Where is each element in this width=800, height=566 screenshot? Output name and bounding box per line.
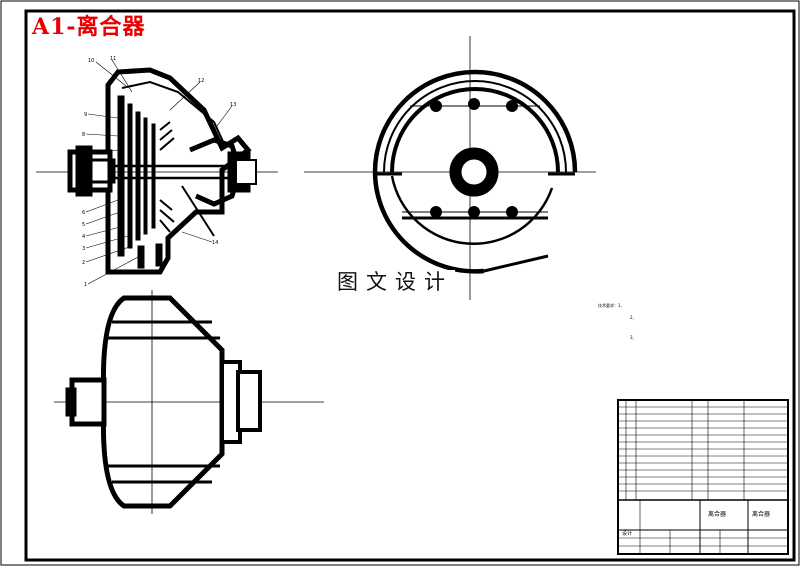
callout-leaders — [85, 59, 233, 285]
end-view — [304, 36, 596, 300]
callout-number: 7 — [82, 152, 85, 158]
title-block-designer: 设计 — [622, 531, 633, 537]
callout-number: 8 — [82, 132, 85, 138]
exterior-view — [54, 290, 324, 514]
callout-number: 14 — [212, 240, 218, 246]
callout-number: 2 — [82, 260, 85, 266]
note-line: 技术要求：1、 — [598, 303, 625, 308]
inner-frame — [24, 9, 796, 562]
callout-number: 12 — [198, 78, 204, 84]
drawing-title-stamp: A1-离合器 — [32, 14, 146, 40]
note-line: 2、 — [630, 315, 637, 320]
callout-number: 13 — [230, 102, 236, 108]
callout-number: 1 — [84, 282, 87, 288]
callout-number: 6 — [82, 210, 85, 216]
note-line: 3、 — [630, 335, 637, 340]
callout-labels: 10 11 12 13 9 8 7 6 5 4 3 2 1 14 — [82, 56, 236, 288]
section-view — [36, 67, 278, 275]
callout-number: 3 — [82, 246, 85, 252]
title-block-part-name: 离合器 — [708, 511, 727, 518]
callout-number: 9 — [84, 112, 87, 118]
callout-number: 4 — [82, 234, 85, 240]
callout-number: 10 — [88, 58, 94, 64]
title-block — [617, 399, 789, 555]
callout-number: 11 — [110, 56, 116, 62]
title-block-drawing-name: 离合器 — [752, 511, 771, 518]
callout-number: 5 — [82, 222, 85, 228]
watermark-label: 图文设计 — [335, 270, 455, 296]
